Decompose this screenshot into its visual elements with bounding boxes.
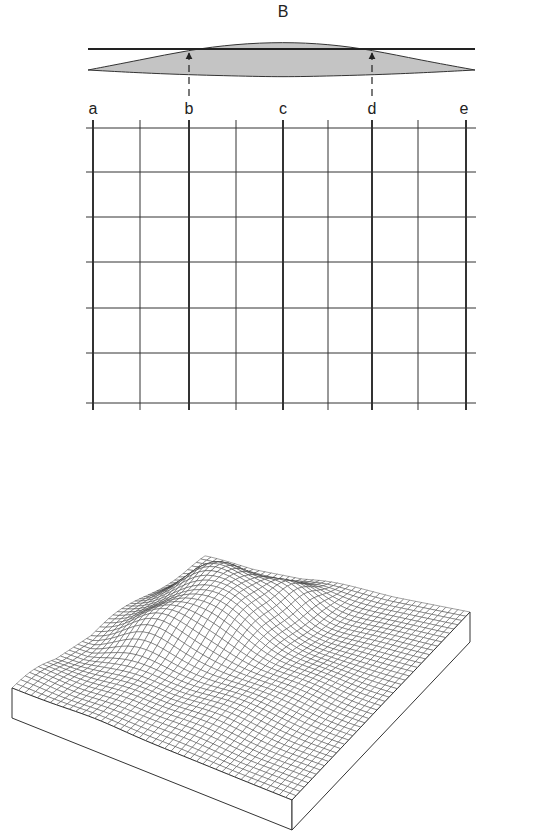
section-label: B: [278, 4, 289, 20]
grid-line: [86, 262, 476, 263]
shaded-body: [88, 43, 475, 77]
grid-line: [86, 353, 476, 354]
grid-line: [465, 120, 467, 410]
grid: [86, 120, 476, 410]
grid-line: [86, 128, 476, 129]
profile-line: [88, 48, 475, 50]
column-label: c: [279, 101, 287, 117]
terrain-mesh: [12, 556, 470, 830]
dashed-arrow: [371, 53, 372, 96]
grid-line: [86, 172, 476, 173]
grid-line: [86, 403, 476, 404]
column-label: b: [185, 101, 194, 117]
column-label: a: [89, 101, 98, 117]
grid-line: [418, 120, 419, 410]
grid-line: [371, 120, 373, 410]
grid-line: [86, 217, 476, 218]
block-side: [292, 612, 470, 830]
profile-section: [88, 43, 475, 96]
dashed-arrow: [188, 53, 189, 96]
grid-line: [282, 120, 284, 410]
column-label: d: [368, 101, 377, 117]
grid-line: [236, 120, 237, 410]
grid-line: [188, 120, 190, 410]
grid-line: [92, 120, 94, 410]
grid-line: [86, 308, 476, 309]
grid-line: [328, 120, 329, 410]
column-label: e: [460, 101, 469, 117]
block-side: [12, 688, 292, 830]
grid-line: [140, 120, 141, 410]
